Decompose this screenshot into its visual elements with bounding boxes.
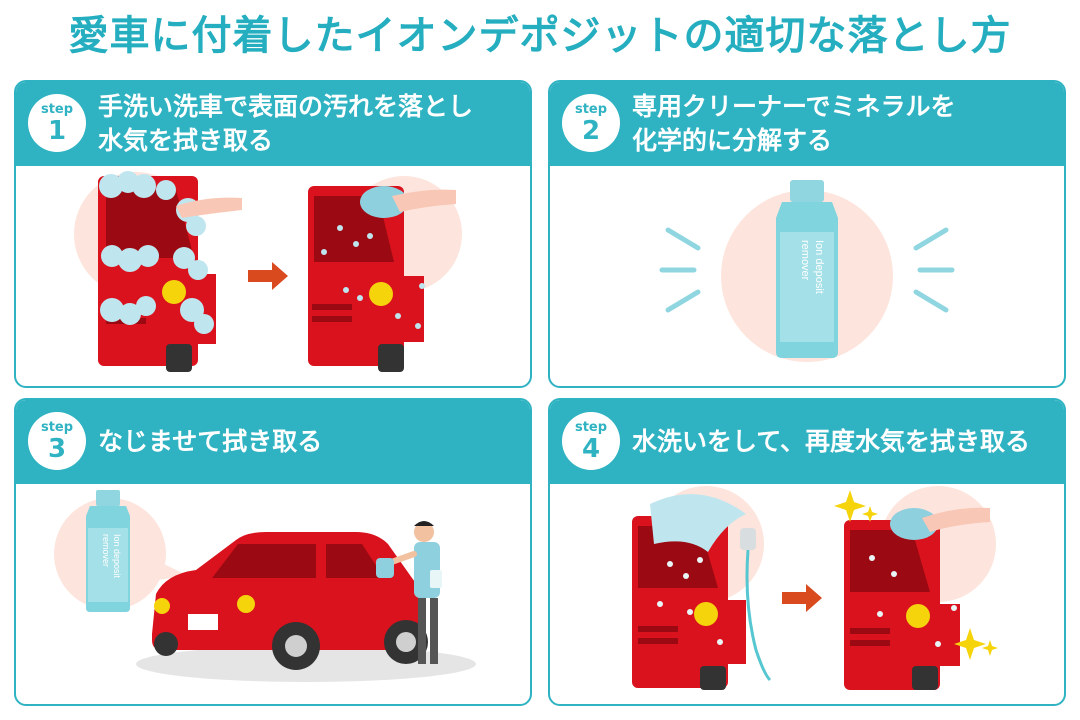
step-2-illustration: Ion deposit remover <box>550 166 1064 386</box>
arrow-icon <box>248 262 288 290</box>
bottle-label-line-2: remover <box>101 534 111 567</box>
step-3-header: step 3 なじませて拭き取る <box>16 400 530 484</box>
rinsing-car-illustration <box>632 486 772 690</box>
step-3-badge: step 3 <box>28 412 86 470</box>
step-2-title-line-2: 化学的に分解する <box>632 126 833 155</box>
step-4-title: 水洗いをして、再度水気を拭き取る <box>632 400 1054 484</box>
step-3-title-line-1: なじませて拭き取る <box>98 427 323 456</box>
step-1-header: step 1 手洗い洗車で表面の汚れを落とし 水気を拭き取る <box>16 82 530 166</box>
step-1-title: 手洗い洗車で表面の汚れを落とし 水気を拭き取る <box>98 82 520 166</box>
step-4-header: step 4 水洗いをして、再度水気を拭き取る <box>550 400 1064 484</box>
wiped-car-illustration <box>308 176 462 372</box>
step-2-badge-number: 2 <box>581 116 601 146</box>
foamy-car-illustration <box>74 171 242 372</box>
step-4-title-line-1: 水洗いをして、再度水気を拭き取る <box>632 427 1031 456</box>
step-2-title-line-1: 専用クリーナーでミネラルを <box>632 92 956 121</box>
arrow-icon <box>782 584 822 612</box>
sparkle-lines-icon <box>659 227 955 313</box>
page-title: 愛車に付着したイオンデポジットの適切な落とし方 <box>68 13 1012 59</box>
step-3-badge-number: 3 <box>47 434 67 464</box>
step-3-badge-label: step <box>40 420 74 435</box>
step-4-badge-number: 4 <box>581 434 601 464</box>
red-car-illustration <box>136 532 476 682</box>
cleaner-bottle-icon <box>776 180 838 358</box>
step-2-header: step 2 専用クリーナーでミネラルを 化学的に分解する <box>550 82 1064 166</box>
step-1-badge-label: step <box>40 102 74 117</box>
shiny-car-illustration <box>844 486 996 690</box>
step-1-panel: step 1 手洗い洗車で表面の汚れを落とし 水気を拭き取る <box>14 80 532 388</box>
step-4-badge-label: step <box>574 420 608 435</box>
step-1-title-line-1: 手洗い洗車で表面の汚れを落とし <box>98 92 474 121</box>
step-2-badge-label: step <box>574 102 608 117</box>
step-4-panel: step 4 水洗いをして、再度水気を拭き取る <box>548 398 1066 706</box>
step-3-title: なじませて拭き取る <box>98 400 520 484</box>
step-2-badge: step 2 <box>562 94 620 152</box>
step-1-illustration <box>16 166 530 386</box>
step-4-illustration <box>550 484 1064 704</box>
bottle-label-line-2: remover <box>799 240 811 281</box>
step-3-panel: step 3 なじませて拭き取る Ion deposit remover <box>14 398 532 706</box>
person-wiping-car-illustration <box>376 521 442 664</box>
step-3-illustration: Ion deposit remover <box>16 484 530 704</box>
step-4-badge: step 4 <box>562 412 620 470</box>
bottle-label-line-1: Ion deposit <box>112 534 122 579</box>
step-1-badge: step 1 <box>28 94 86 152</box>
step-1-title-line-2: 水気を拭き取る <box>98 126 274 155</box>
cleaner-bottle-bubble <box>54 490 188 612</box>
step-2-title: 専用クリーナーでミネラルを 化学的に分解する <box>632 82 1054 166</box>
bottle-label-line-1: Ion deposit <box>813 240 825 294</box>
sparkle-icon <box>834 490 998 660</box>
step-2-panel: step 2 専用クリーナーでミネラルを 化学的に分解する Ion <box>548 80 1066 388</box>
step-1-badge-number: 1 <box>47 116 67 146</box>
